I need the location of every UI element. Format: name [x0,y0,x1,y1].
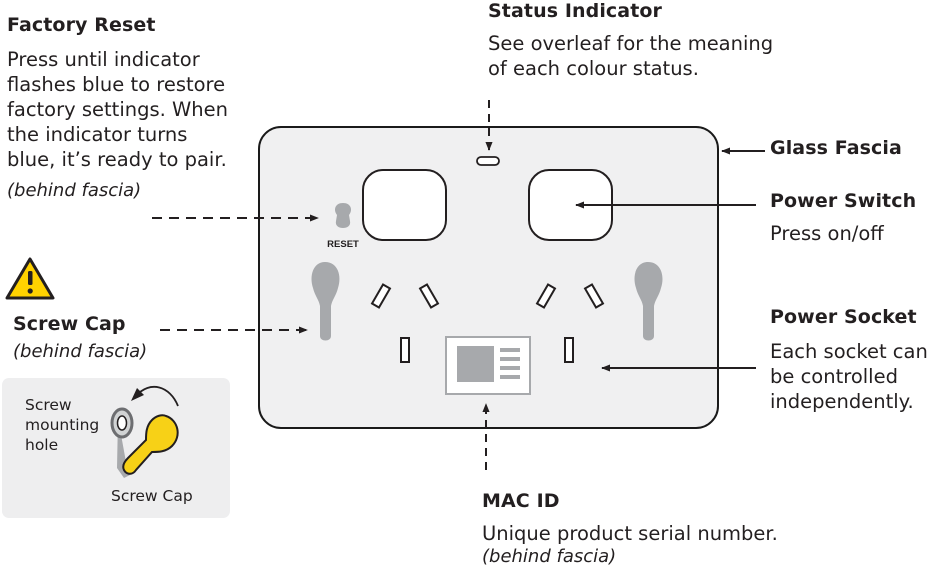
warning-triangle-icon [5,257,55,300]
screw-cap-title: Screw Cap [13,313,126,335]
screw-cap-note: (behind fascia) [13,341,148,362]
screw-mounting-hole-label-line: mounting [25,416,100,434]
status-indicator-desc: See overleaf for the meaning of each col… [488,31,773,81]
factory-reset-note: (behind fascia) [7,180,142,201]
mac-id-title: MAC ID [482,490,560,512]
factory-reset-desc-line: factory settings. When [7,98,229,121]
power-socket-desc-line: Each socket can [770,340,928,363]
mac-label-icon [445,336,531,395]
power-socket-right [535,283,605,363]
power-socket-left [370,283,440,363]
power-socket-desc-line: independently. [770,390,914,413]
screw-cap-right [634,262,663,341]
power-socket-title: Power Socket [770,306,917,328]
screw-mounting-hole-label-line: Screw [25,396,72,414]
status-indicator-desc-line: of each colour status. [488,57,699,80]
screw-cap-icon [110,385,179,478]
power-switch-left [362,169,447,241]
screw-cap-inset-label: Screw Cap [111,487,193,505]
screw-cap-left [311,262,340,341]
factory-reset-desc-line: the indicator turns [7,123,188,146]
glass-fascia-title: Glass Fascia [770,137,902,159]
power-switch-title: Power Switch [770,190,917,212]
factory-reset-desc-line: blue, it’s ready to pair. [7,148,227,171]
status-led-icon [476,156,500,166]
screw-mounting-hole-label-line: hole [25,436,59,454]
factory-reset-title: Factory Reset [7,14,156,36]
power-socket-desc-line: be controlled [770,365,898,388]
reset-button-icon [335,203,351,228]
factory-reset-desc-line: Press until indicator [7,48,200,71]
status-indicator-desc-line: See overleaf for the meaning [488,32,774,55]
reset-button-label: RESET [327,239,359,250]
factory-reset-desc-line: flashes blue to restore [7,73,226,96]
screw-cap-inset [2,378,230,518]
status-indicator-title: Status Indicator [488,0,663,22]
factory-reset-desc: Press until indicator flashes blue to re… [7,47,228,172]
mac-id-note: (behind fascia) [482,546,617,567]
screw-mounting-hole-label: Screw mounting hole [25,395,99,455]
power-switch-desc: Press on/off [770,222,884,245]
power-socket-desc: Each socket can be controlled independen… [770,339,928,414]
mac-id-desc: Unique product serial number. [482,522,778,545]
